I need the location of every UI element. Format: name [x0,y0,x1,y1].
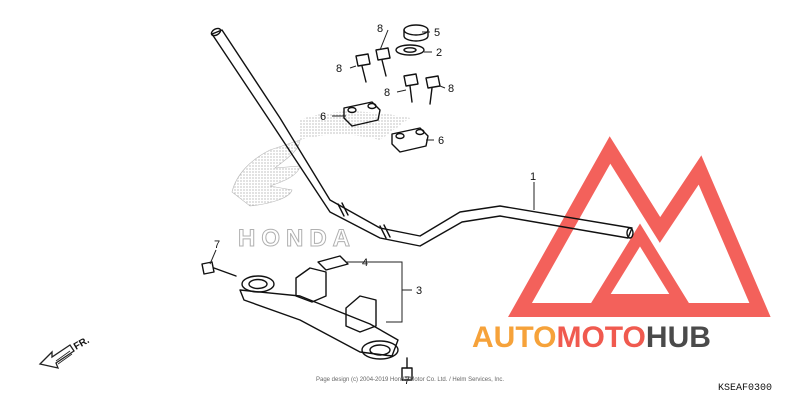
bolt-8c [403,73,419,103]
upper-holder-right [391,127,429,153]
leader-lines [209,29,535,323]
front-marker-label: FR. [72,335,92,353]
callout-2: 2 [436,47,442,59]
callout-8d: 8 [448,83,454,95]
upper-holder-left [343,101,381,127]
watermark-text: AUTOMOTOHUB [472,321,711,354]
bolt-8b [375,47,391,77]
lower-holder-assembly [239,267,399,360]
watermark-hub: HUB [646,321,711,354]
bolt-7a [201,261,237,277]
handlebar [210,27,634,247]
front-arrow-icon [38,344,75,369]
callout-4: 4 [362,257,368,269]
holder-insert [317,255,349,271]
diagram-code: KSEAF0300 [718,383,772,394]
callout-labels: 1 2 3 4 5 6 6 7 7 8 8 8 8 [214,23,536,387]
watermark-triangle [508,136,771,317]
front-direction-marker: FR. [38,335,92,369]
watermark-moto: MOTO [556,321,645,354]
bolt-8a [355,53,371,83]
honda-logo-text: HONDA [238,225,356,252]
bolt-7b [401,357,413,381]
cap [403,24,429,42]
bolt-8d [425,75,441,105]
callout-1: 1 [530,171,536,183]
honda-wing-logo: HONDA [231,111,410,253]
washer [395,44,425,56]
copyright-text: Page design (c) 2004-2019 Honda Motor Co… [316,377,504,383]
callout-8b: 8 [336,63,342,75]
watermark-logo [508,136,771,317]
callout-6-right: 6 [438,135,444,147]
callout-8c: 8 [384,87,390,99]
callout-7-bottom: 7 [404,375,410,387]
watermark-auto: AUTO [472,321,556,354]
callout-8a: 8 [377,23,383,35]
callout-5: 5 [434,27,440,39]
callout-6-left: 6 [320,111,326,123]
callout-7-left: 7 [214,239,220,251]
callout-3: 3 [416,285,422,297]
